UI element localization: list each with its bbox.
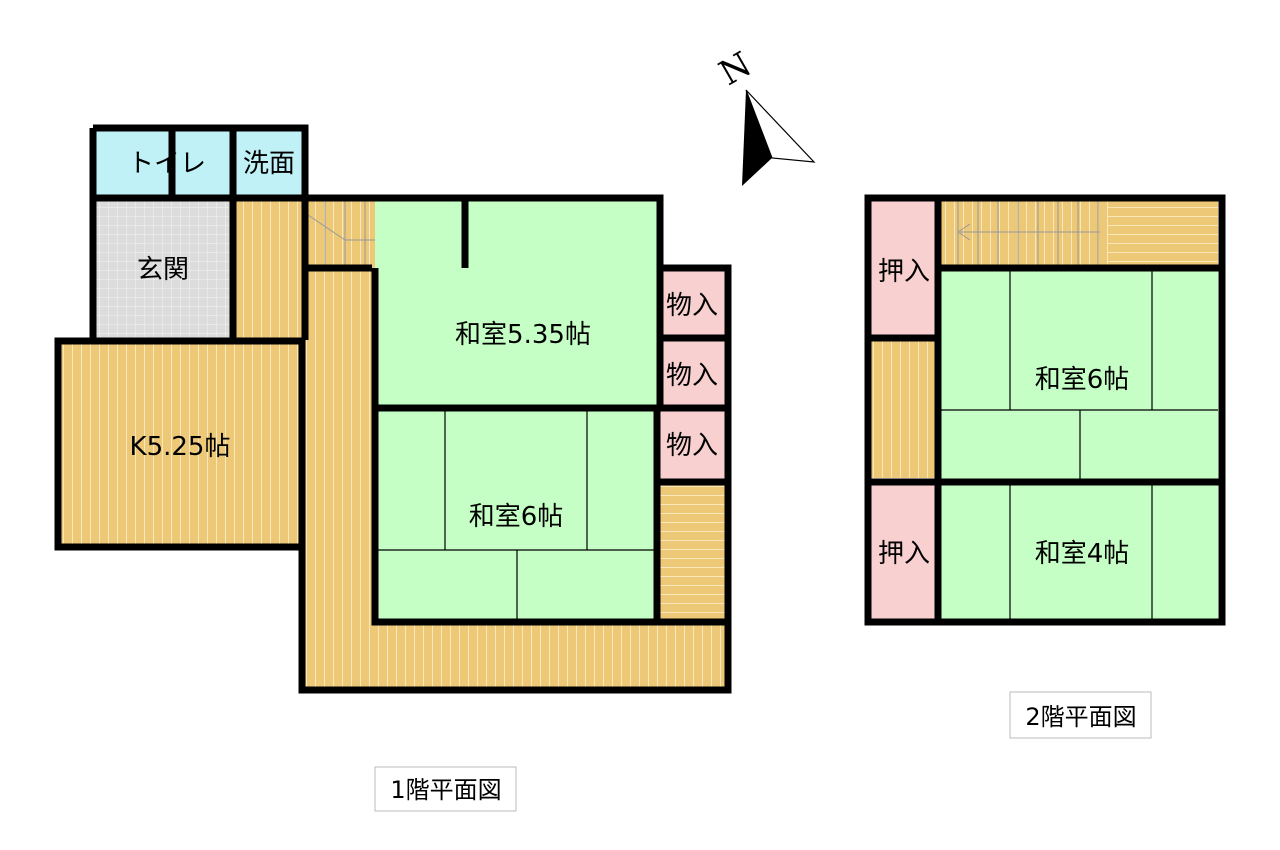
kitchen-label: K5.25帖	[130, 432, 231, 462]
closet-1-room	[868, 198, 938, 338]
washitsu-5-35-label: 和室5.35帖	[455, 320, 591, 350]
storage-2-label: 物入	[666, 361, 718, 391]
floor1-caption: 1階平面図	[390, 776, 501, 804]
stair-lines-2f	[957, 198, 1100, 268]
washitsu-4-label: 和室4帖	[1035, 539, 1130, 569]
tatami-lines-1f	[375, 408, 657, 622]
closet-2-label: 押入	[878, 539, 930, 569]
tatami-lines-2f-a	[938, 268, 1218, 480]
entrance-room	[93, 198, 233, 338]
storage-3-room	[657, 408, 728, 482]
corridor	[233, 198, 305, 338]
storage-2-room	[657, 338, 728, 408]
shelf-wood	[657, 482, 728, 622]
washitsu-4-room	[938, 480, 1218, 622]
walls-2f	[864, 194, 1226, 626]
walls-1f	[54, 124, 732, 694]
storage-3-label: 物入	[666, 431, 718, 461]
closet-2-room	[868, 482, 938, 622]
floor1-plan	[54, 124, 732, 694]
washroom-label: 洗面	[243, 149, 295, 179]
kitchen-room	[58, 341, 302, 547]
compass-arrow-light	[745, 89, 816, 163]
tatami-lines-2f-b	[1009, 480, 1153, 622]
washitsu-6-1f-room	[375, 408, 657, 622]
storage-1-room	[657, 268, 728, 338]
wood-strip-2f	[868, 338, 938, 478]
washitsu-6-1f-label: 和室6帖	[469, 502, 564, 532]
floor1-caption-box	[374, 766, 517, 812]
washitsu-6-2f-room	[938, 268, 1218, 480]
toilet-room	[93, 128, 233, 198]
landing-2f	[1108, 198, 1218, 268]
entrance-label: 玄関	[137, 255, 189, 285]
washroom-room	[233, 128, 305, 198]
compass-label: N	[713, 44, 759, 94]
washitsu-6-2f-label: 和室6帖	[1035, 365, 1130, 395]
toilet-label: トイレ	[128, 149, 206, 179]
compass-arrow-dark	[742, 90, 772, 186]
floor2-plan	[864, 194, 1226, 626]
washitsu-5-35-room	[375, 198, 657, 408]
compass: N	[713, 44, 816, 186]
corridor-lower	[305, 268, 728, 690]
floor2-caption: 2階平面図	[1025, 703, 1136, 731]
floor2-caption-box	[1009, 691, 1152, 739]
storage-1-label: 物入	[666, 291, 718, 321]
closet-1-label: 押入	[878, 257, 930, 287]
